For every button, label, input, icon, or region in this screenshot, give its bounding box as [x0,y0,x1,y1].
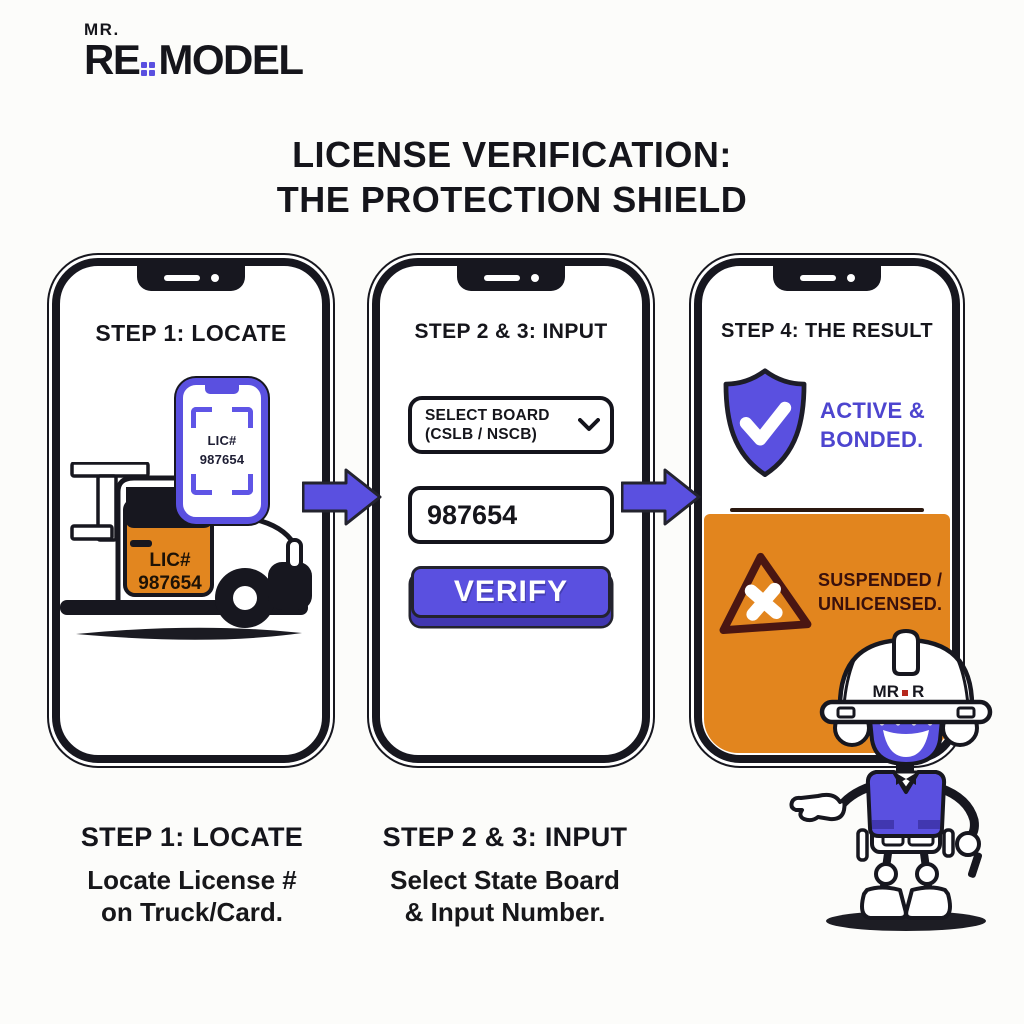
arrow-right-icon [302,468,382,526]
caption-step1-title: STEP 1: LOCATE [80,822,304,852]
caption-step1: STEP 1: LOCATE Locate License # on Truck… [32,822,352,928]
caption-step2: STEP 2 & 3: INPUT Select State Board & I… [345,822,665,928]
camera-icon [846,274,855,282]
camera-icon [530,274,539,282]
brand-logo-mr: MR. [84,20,120,39]
scan-frame-icon: LIC# 987654 [191,407,253,495]
hammer-icon [967,852,983,878]
mascot-smile [883,730,929,757]
caption-step2-title: STEP 2 & 3: INPUT [382,822,628,852]
screwdriver-icon [856,828,869,862]
truck-shadow [76,627,302,640]
brand-logo-model: MODEL [158,36,304,83]
select-board-dropdown[interactable]: SELECT BOARD (CSLB / NSCB) [408,396,614,454]
result-divider [730,508,924,512]
brand-logo-main: RE MODEL [84,36,304,83]
speaker-icon [163,275,200,281]
mascot-robot: MR R [789,628,993,931]
phone-step1: STEP 1: LOCATE LIC# 987654 [52,258,330,763]
phone1-heading: STEP 1: LOCATE [95,320,287,346]
mini-phone-notch [205,385,239,394]
mascot-pointing-hand [789,792,847,823]
truck-headlight [286,538,303,570]
phone-step2: STEP 2 & 3: INPUT SELECT BOARD (CSLB / N… [372,258,650,763]
scan-license-text: LIC# 987654 [199,433,245,467]
hard-hat-brim [819,699,993,725]
phone3-heading: STEP 4: THE RESULT [720,320,934,342]
phone-notch [137,265,245,291]
phone-notch [773,265,881,291]
brand-logo-re: RE [84,36,141,83]
truck-rack [70,462,150,542]
brand-logo: MR. RE MODEL [84,20,304,83]
license-number-input[interactable] [408,486,614,544]
hat-label-r: R [912,682,924,701]
phone-notch [457,265,565,291]
suspended-result-row: SUSPENDED / UNLICENSED. [714,546,944,638]
page-title-line2: THE PROTECTION SHIELD [276,179,748,220]
camera-icon [210,274,219,282]
phone2-heading: STEP 2 & 3: INPUT [414,320,608,343]
arrow-right-icon [621,468,701,526]
bow-tie-icon [896,773,916,785]
hat-label-mr: MR [873,682,899,701]
verify-button[interactable]: VERIFY [411,566,611,618]
window-icon [141,61,156,76]
caption-step2-body: Select State Board & Input Number. [390,865,620,927]
active-result-row: ACTIVE & BONDED. [718,366,944,486]
suspended-status-text: SUSPENDED / UNLICENSED. [818,569,943,614]
select-board-label: SELECT BOARD (CSLB / NSCB) [425,406,550,443]
speaker-icon [483,275,520,281]
page-title-line1: LICENSE VERIFICATION: [292,134,732,175]
speaker-icon [799,275,836,281]
shield-check-icon [723,368,807,477]
truck-bumper [268,562,312,610]
wrench-icon [942,828,955,858]
truck-illustration: LIC# 987654 [60,462,312,640]
truck-door-handle [130,540,152,547]
truck-door-lic-label: LIC# [149,550,191,571]
active-status-text: ACTIVE & BONDED. [820,398,926,452]
mini-phone: LIC# 987654 [176,378,268,524]
truck-door-lic-number: 987654 [138,573,202,594]
mascot-boot [860,885,908,920]
caption-step1-body: Locate License # on Truck/Card. [87,865,297,927]
warning-triangle-icon [719,552,812,635]
mascot-right-hand [955,831,981,857]
hat-label-dot [902,690,908,696]
page-title: LICENSE VERIFICATION: THE PROTECTION SHI… [0,132,1024,222]
mascot-boot [904,885,952,920]
chevron-down-icon [578,418,600,431]
